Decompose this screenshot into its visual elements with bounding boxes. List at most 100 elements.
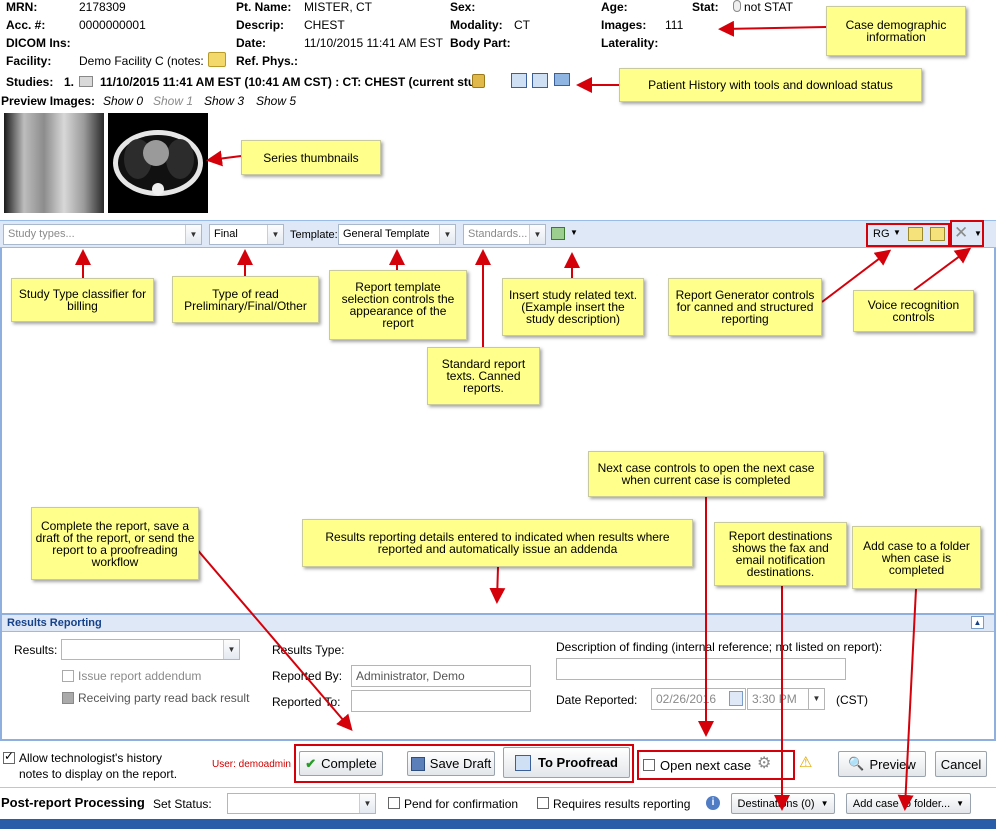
note-voice-recognition: Voice recognition controls: [853, 290, 974, 332]
to-proofread-label: To Proofread: [538, 755, 618, 770]
chevron-down-icon: ▼: [267, 225, 283, 244]
to-proofread-button[interactable]: To Proofread: [503, 747, 630, 778]
user-label: User: demoadmin: [212, 759, 291, 770]
images-value: 111: [665, 18, 684, 32]
study-types-select[interactable]: Study types...▼: [3, 224, 202, 245]
laterality-label: Laterality:: [601, 36, 659, 50]
description-input[interactable]: [556, 658, 846, 680]
chevron-down-icon[interactable]: ▼: [808, 689, 824, 709]
facility-value: Demo Facility C (notes:: [79, 54, 204, 68]
chevron-down-icon[interactable]: ▼: [974, 229, 982, 238]
show-1-link[interactable]: Show 1: [153, 94, 194, 108]
preview-label: Preview: [869, 756, 916, 772]
stat-label: Stat:: [692, 0, 719, 14]
mrn-value: 2178309: [79, 0, 126, 14]
info-icon[interactable]: i: [706, 796, 720, 810]
ptname-value: MISTER, CT: [304, 0, 372, 14]
date-value: 11/10/2015 11:41 AM EST: [304, 36, 443, 50]
study-number: 1.: [64, 75, 75, 89]
descrip-label: Descrip:: [236, 18, 285, 32]
note-series-thumbnails: Series thumbnails: [241, 140, 381, 175]
results-reporting-panel: [0, 613, 996, 741]
date-reported-value: 02/26/2016: [656, 692, 717, 706]
reported-to-input[interactable]: [351, 690, 531, 712]
results-select[interactable]: ▼: [61, 639, 240, 660]
notes-icon[interactable]: [208, 52, 226, 67]
footer-bar: [0, 819, 996, 829]
download-status-icon[interactable]: [554, 73, 570, 86]
template-select[interactable]: General Template▼: [338, 224, 456, 245]
template-value: General Template: [343, 228, 430, 240]
structured-report-icon[interactable]: [930, 227, 945, 241]
show-0-link[interactable]: Show 0: [103, 94, 144, 108]
cancel-button[interactable]: Cancel: [935, 751, 987, 777]
date-label: Date:: [236, 36, 267, 50]
note-results-details: Results reporting details entered to ind…: [302, 519, 693, 567]
allow-history-checkbox[interactable]: ✓: [3, 749, 15, 764]
read-type-select[interactable]: Final ▼: [209, 224, 284, 245]
show-3-link[interactable]: Show 3: [204, 94, 245, 108]
chevron-down-icon: ▼: [956, 799, 965, 808]
collapse-icon[interactable]: ▲: [971, 616, 984, 629]
requires-results-checkbox[interactable]: [537, 797, 549, 809]
results-label: Results:: [14, 643, 58, 657]
mrn-label: MRN:: [6, 0, 38, 14]
open-next-case-label: Open next case: [660, 758, 752, 773]
folder-icon[interactable]: [79, 76, 93, 87]
arrow-results-details: [489, 566, 506, 604]
chevron-down-icon[interactable]: ▼: [570, 228, 578, 237]
preview-button[interactable]: 🔍Preview: [838, 751, 926, 777]
arrow-voice-recognition: [913, 247, 972, 291]
results-header: [2, 615, 994, 632]
time-reported-input[interactable]: 3:30 PM▼: [747, 688, 825, 710]
standards-select[interactable]: Standards...▼: [463, 224, 546, 245]
canned-report-icon[interactable]: [908, 227, 923, 241]
date-reported-label: Date Reported:: [556, 693, 638, 707]
insert-study-text-icon[interactable]: [551, 227, 565, 240]
date-reported-input[interactable]: 02/26/2016: [651, 688, 746, 710]
sex-label: Sex:: [450, 0, 476, 14]
arrow-add-folder: [897, 588, 917, 811]
complete-button[interactable]: ✔Complete: [299, 751, 383, 776]
chevron-down-icon: ▼: [185, 225, 201, 244]
allow-history-text: Allow technologist's history notes to di…: [19, 751, 178, 781]
stat-icon: [733, 0, 741, 12]
next-case-highlight: [637, 750, 795, 780]
pend-checkbox[interactable]: [388, 797, 400, 809]
series-thumbnail-xray[interactable]: [4, 113, 104, 213]
microphone-off-icon[interactable]: ✕: [954, 223, 969, 242]
calendar-icon[interactable]: [729, 691, 743, 706]
results-section-title: Results Reporting: [7, 617, 102, 629]
read-back-checkbox[interactable]: [62, 692, 74, 704]
arrow-report-generator: [821, 249, 892, 303]
template-label: Template:: [290, 229, 338, 241]
note-report-generator: Report Generator controls for canned and…: [668, 278, 822, 336]
save-draft-button[interactable]: Save Draft: [407, 751, 495, 776]
check-icon: ✓: [4, 749, 15, 763]
bodypart-label: Body Part:: [450, 36, 511, 50]
age-label: Age:: [601, 0, 628, 14]
images-label: Images:: [601, 18, 647, 32]
set-status-select[interactable]: ▼: [227, 793, 376, 814]
open-next-case-checkbox[interactable]: [643, 759, 655, 771]
gear-icon[interactable]: ⚙: [757, 755, 772, 772]
viewer-tool-icon[interactable]: [532, 73, 548, 88]
chevron-down-icon[interactable]: ▼: [893, 228, 901, 237]
allow-history-label: Allow technologist's history notes to di…: [19, 750, 189, 782]
series-thumbnail-ct[interactable]: [108, 113, 208, 213]
read-type-value: Final: [214, 228, 238, 240]
chevron-down-icon: ▼: [820, 799, 829, 808]
issue-addendum-checkbox[interactable]: [62, 670, 74, 682]
history-tool-icon[interactable]: [511, 73, 527, 88]
post-report-title: Post-report Processing: [1, 795, 145, 810]
complete-label: Complete: [321, 756, 377, 771]
study-entry[interactable]: 11/10/2015 11:41 AM EST (10:41 AM CST) :…: [100, 75, 476, 89]
note-report-destinations: Report destinations shows the fax and em…: [714, 522, 847, 586]
pend-label: Pend for confirmation: [404, 797, 519, 811]
reported-by-input[interactable]: Administrator, Demo: [351, 665, 531, 687]
rg-button[interactable]: RG: [873, 228, 890, 240]
show-5-link[interactable]: Show 5: [256, 94, 297, 108]
requires-results-label: Requires results reporting: [553, 797, 691, 811]
preview-images-label: Preview Images:: [1, 94, 96, 108]
